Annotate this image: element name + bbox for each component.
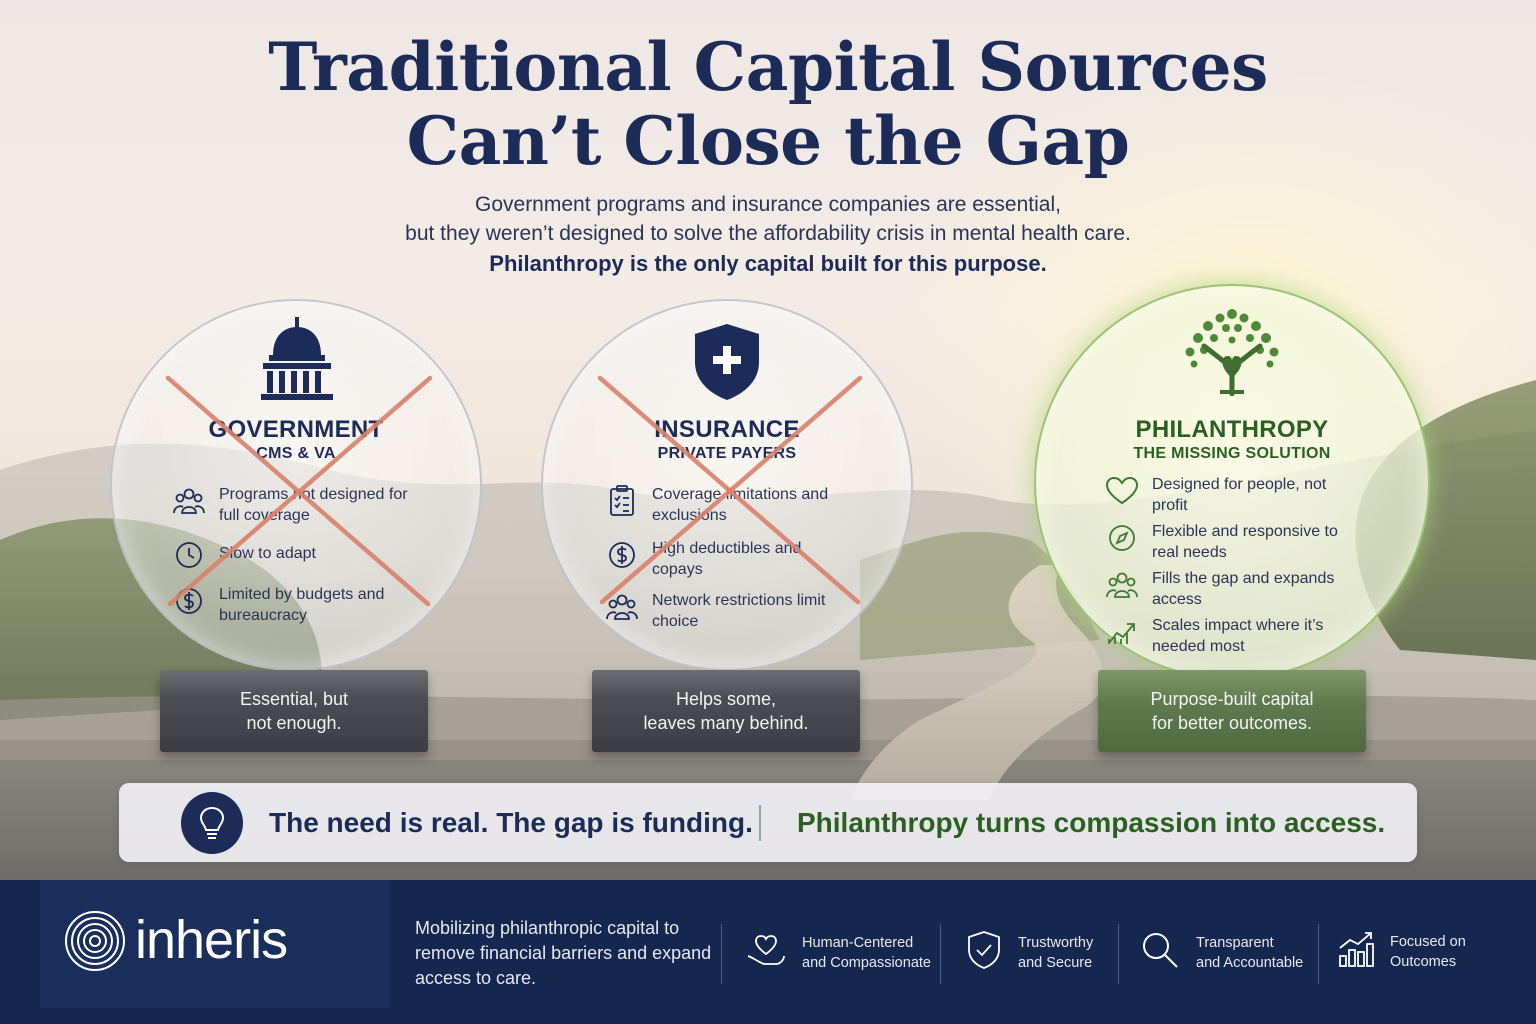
insurance-item-3: Network restrictions limit choice [605,590,852,632]
value-transparent-text: Transparent and Accountable [1196,933,1303,973]
compass-icon [1105,521,1139,555]
value-1-line-1: Human-Centered [802,934,914,951]
insurance-pedestal-line-1: Helps some, [675,689,777,709]
clipboard-icon [605,484,639,518]
government-pedestal-line-1: Essential, but [239,689,349,709]
brand-name: inheris [135,910,288,970]
insurance-title: INSURANCE [654,416,800,443]
value-3-line-1: Transparent [1196,934,1274,951]
philanthropy-pedestal-line-1: Purpose-built capital [1150,689,1314,709]
fingerprint-icon [65,911,125,971]
heart-icon [1105,474,1139,508]
value-4-line-2: Outcomes [1390,953,1457,970]
dollar-icon [605,538,639,572]
government-item-1: Programs not designed for full coverage [172,484,419,526]
philanthropy-item-1: Designed for people, not profit [1105,474,1352,516]
growth-chart-icon [1105,615,1139,649]
banner-divider [759,805,761,841]
philanthropy-item-2-text: Flexible and responsive to real needs [1152,523,1338,561]
value-human-centered: Human-Centered and Compassionate [746,930,931,975]
value-1-line-2: and Compassionate [802,954,931,971]
magnifier-icon [1140,930,1180,975]
value-2-line-2: and Secure [1018,954,1093,971]
value-human-centered-text: Human-Centered and Compassionate [802,933,931,973]
shield-check-icon [966,930,1002,975]
government-pedestal: Essential, but not enough. [160,670,428,752]
philanthropy-item-3-text: Fills the gap and expands access [1152,570,1335,608]
people-icon [1105,568,1139,602]
footer-divider [1318,924,1319,984]
people-icon [605,590,639,624]
page-title: Traditional Capital Sources Can’t Close … [0,30,1536,178]
key-message-banner: The need is real. The gap is funding. Ph… [119,783,1417,862]
government-item-3-text: Limited by budgets and bureaucracy [219,586,385,624]
insurance-item-2: High deductibles and copays [605,538,852,580]
tree-heart-icon [1185,309,1279,396]
philanthropy-circle [1034,284,1430,680]
banner-access-text: Philanthropy turns compassion into acces… [797,807,1386,838]
capitol-building-icon [261,317,333,400]
philanthropy-item-2: Flexible and responsive to real needs [1105,521,1352,563]
footer-divider [721,924,722,984]
subtitle: Government programs and insurance compan… [0,190,1536,248]
banner-need-text: The need is real. The gap is funding. [269,807,753,838]
government-item-1-text: Programs not designed for full coverage [219,486,408,524]
footer-divider [1118,924,1119,984]
footer-divider [940,924,941,984]
title-line-2: Can’t Close the Gap [406,102,1130,180]
red-x-mark [597,375,863,605]
value-trustworthy: Trustworthy and Secure [966,930,1093,975]
philanthropy-pedestal: Purpose-built capital for better outcome… [1098,670,1366,752]
subtitle-line-1: Government programs and insurance compan… [475,193,1061,216]
insurance-pedestal-line-2: leaves many behind. [643,713,809,733]
philanthropy-item-4: Scales impact where it’s needed most [1105,615,1352,657]
clock-icon [172,538,206,572]
philanthropy-subtitle: THE MISSING SOLUTION [1133,445,1331,462]
insurance-item-3-text: Network restrictions limit choice [652,592,826,630]
shield-plus-icon [695,324,759,400]
bar-chart-icon [1338,930,1374,973]
philanthropy-item-3: Fills the gap and expands access [1105,568,1352,610]
brand-logo: inheris [40,880,390,1008]
people-icon [172,484,206,518]
philanthropy-title: PHILANTHROPY [1135,416,1329,443]
philanthropy-item-4-text: Scales impact where it’s needed most [1152,617,1324,655]
mission-statement: Mobilizing philanthropic capital to remo… [415,918,712,988]
government-subtitle: CMS & VA [256,445,336,462]
lightbulb-icon [181,792,243,854]
title-line-1: Traditional Capital Sources [268,28,1268,106]
value-transparent: Transparent and Accountable [1140,930,1303,975]
value-4-line-1: Focused on [1390,933,1466,950]
insurance-item-2-text: High deductibles and copays [652,540,802,578]
value-3-line-2: and Accountable [1196,954,1304,971]
government-item-2: Slow to adapt [172,538,419,572]
philanthropy-item-1-text: Designed for people, not profit [1152,476,1327,514]
value-outcomes-text: Focused on Outcomes [1390,932,1466,972]
insurance-pedestal: Helps some, leaves many behind. [592,670,860,752]
red-x-mark [165,375,433,607]
subtitle-line-2: but they weren’t designed to solve the a… [405,222,1131,245]
government-item-3: Limited by budgets and bureaucracy [172,584,419,626]
value-2-line-1: Trustworthy [1018,934,1094,951]
heart-hands-icon [746,930,786,975]
value-trustworthy-text: Trustworthy and Secure [1018,933,1093,973]
government-pedestal-line-2: not enough. [246,713,342,733]
tagline: Philanthropy is the only capital built f… [489,251,1047,276]
value-outcomes: Focused on Outcomes [1338,930,1466,973]
philanthropy-pedestal-line-2: for better outcomes. [1151,713,1313,733]
footer: inheris Mobilizing philanthropic capital… [0,880,1536,1024]
government-item-2-text: Slow to adapt [219,545,316,562]
